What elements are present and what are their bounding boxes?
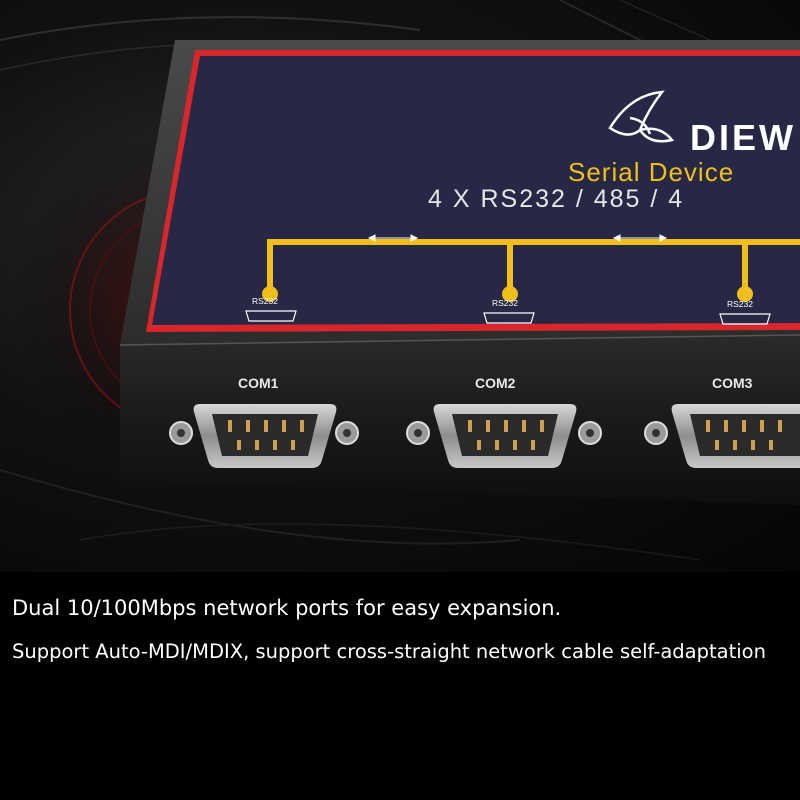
bus-nodes — [262, 286, 753, 302]
com1-connector — [169, 404, 359, 468]
port-label-1: RS232 — [252, 296, 278, 306]
com1-label: COM1 — [238, 375, 279, 391]
product-subtitle: Serial Device — [568, 157, 734, 187]
product-spec: 4 X RS232 / 485 / 4 — [428, 185, 684, 213]
db9-port-icons — [245, 310, 771, 325]
port-label-3: RS232 — [727, 299, 753, 309]
caption-line-1: Dual 10/100Mbps network ports for easy e… — [12, 596, 562, 620]
com2-connector — [406, 404, 602, 468]
com3-label: COM3 — [712, 375, 753, 391]
bus-diagram — [267, 239, 800, 293]
port-label-2: RS232 — [492, 298, 518, 308]
caption-line-2: Support Auto-MDI/MDIX, support cross-str… — [12, 640, 766, 663]
product-photo: DIEW Serial Device 4 X RS232 / 485 / 4 R… — [0, 0, 800, 572]
com3-connector — [644, 404, 800, 468]
bus-arrows — [367, 234, 668, 242]
com2-label: COM2 — [475, 375, 516, 391]
caption-area — [0, 572, 800, 800]
brand-name: DIEW — [690, 117, 796, 158]
butterfly-logo-icon — [608, 90, 675, 143]
